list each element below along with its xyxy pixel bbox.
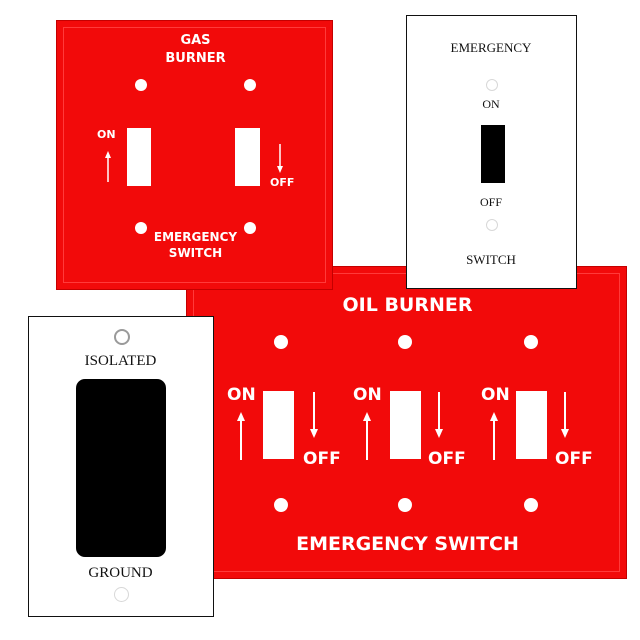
screw-icon — [486, 219, 498, 231]
screw-icon — [114, 587, 129, 602]
isolated-label: ISOLATED — [84, 353, 157, 369]
emergency-title: EMERGENCY — [450, 40, 532, 55]
screw-icon — [135, 222, 147, 234]
switch1-on-label: ON — [227, 385, 256, 405]
up-arrow-icon — [237, 412, 245, 460]
oil-burner-title: OIL BURNER — [342, 294, 473, 316]
switch2-on-label: ON — [353, 385, 382, 405]
gas-on-label: ON — [97, 128, 116, 141]
up-arrow-icon — [363, 412, 371, 460]
oil-burner-plate: OIL BURNER ON OFF ON OFF ON OFF EMERGENC… — [186, 266, 627, 579]
gas-bottom-label-2: SWITCH — [168, 246, 223, 260]
ground-label: GROUND — [88, 565, 153, 581]
gas-off-label: OFF — [270, 176, 295, 189]
screw-icon — [135, 79, 147, 91]
switch1-off-label: OFF — [303, 449, 341, 469]
emergency-on-label: ON — [482, 97, 500, 111]
emergency-off-label: OFF — [479, 195, 502, 209]
gas-burner-plate: GAS BURNER ON OFF EMERGENCY SWITCH — [56, 20, 333, 290]
switch3-on-label: ON — [481, 385, 510, 405]
screw-icon — [274, 498, 288, 512]
gas-burner-title-2: BURNER — [165, 51, 226, 66]
down-arrow-icon — [561, 392, 569, 438]
toggle-switch-2[interactable] — [390, 391, 421, 459]
plate-bevel — [63, 27, 326, 283]
gas-toggle-right[interactable] — [235, 128, 260, 186]
screw-icon — [398, 335, 412, 349]
switch2-off-label: OFF — [428, 449, 466, 469]
emergency-bottom-label: SWITCH — [466, 252, 516, 267]
down-arrow-icon — [277, 144, 283, 173]
screw-icon — [244, 79, 256, 91]
screw-icon — [274, 335, 288, 349]
screw-icon — [486, 79, 498, 91]
up-arrow-icon — [490, 412, 498, 460]
screw-icon — [524, 335, 538, 349]
oil-burner-bottom-label: EMERGENCY SWITCH — [296, 533, 519, 555]
toggle-switch-1[interactable] — [263, 391, 294, 459]
emergency-toggle[interactable] — [481, 125, 505, 183]
screw-icon — [524, 498, 538, 512]
isolated-ground-plate: ISOLATED GROUND — [28, 316, 214, 617]
toggle-switch-3[interactable] — [516, 391, 547, 459]
rocker-switch[interactable] — [76, 379, 166, 557]
down-arrow-icon — [310, 392, 318, 438]
screw-icon — [244, 222, 256, 234]
gas-burner-title-1: GAS — [180, 33, 211, 48]
screw-icon — [114, 329, 130, 345]
gas-bottom-label-1: EMERGENCY — [153, 230, 238, 244]
gas-toggle-left[interactable] — [127, 128, 151, 186]
switch3-off-label: OFF — [555, 449, 593, 469]
screw-icon — [398, 498, 412, 512]
emergency-switch-plate: EMERGENCY ON OFF SWITCH — [406, 15, 577, 289]
down-arrow-icon — [435, 392, 443, 438]
up-arrow-icon — [105, 151, 111, 182]
